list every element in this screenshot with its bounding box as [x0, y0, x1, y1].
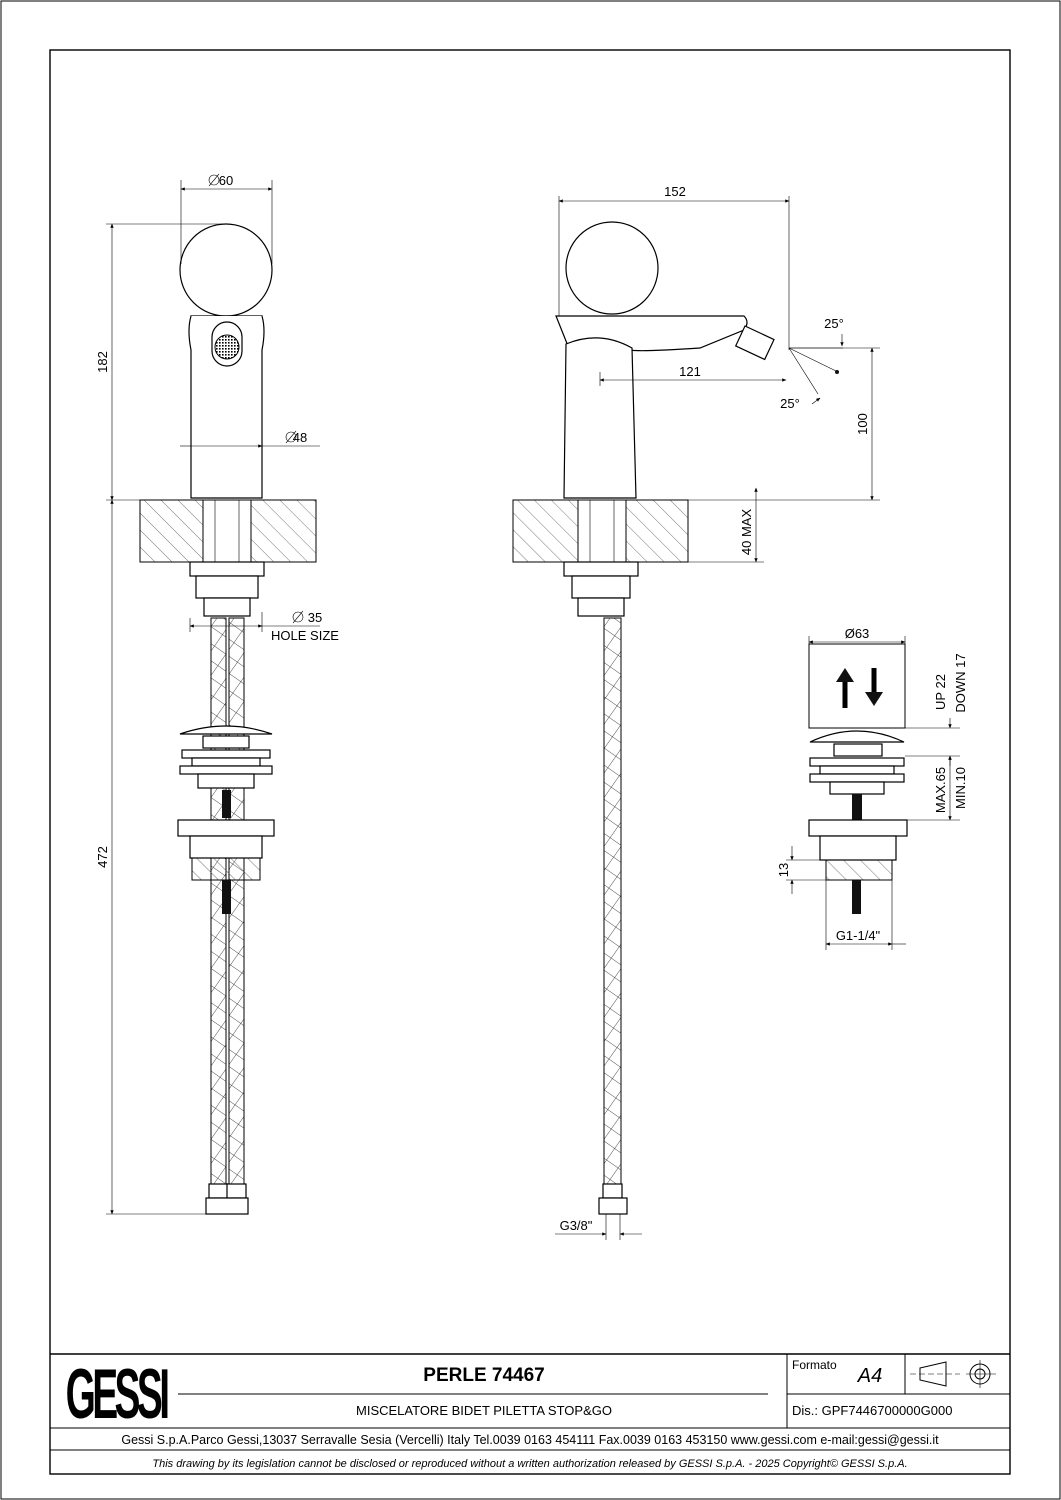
front-view: 60 48 35 HOLE SIZE 182 472 [95, 173, 339, 1215]
dim-angle-up: 25° [824, 316, 844, 331]
waste-cap [809, 730, 905, 743]
dim-height-above-deck: 182 [95, 351, 110, 373]
side-handle [565, 221, 659, 315]
title-block: GESSI PERLE 74467 MISCELATORE BIDET PILE… [50, 1353, 1010, 1470]
front-handle [179, 223, 273, 317]
front-hose-right [228, 617, 245, 1185]
front-waste-flange [177, 819, 275, 837]
dim-spout-height: 100 [855, 413, 870, 435]
format-label: Formato [792, 1358, 837, 1372]
dim-stroke-down: DOWN 17 [953, 653, 968, 712]
sheet-inner-border [49, 49, 1011, 1475]
dim-cap-diameter: Ø63 [845, 626, 870, 641]
company-line: Gessi S.p.A.Parco Gessi,13037 Serravalle… [121, 1433, 939, 1447]
dim-thread-length: 13 [776, 863, 791, 877]
side-shank [577, 499, 627, 563]
dim-handle-diameter: 60 [219, 173, 233, 188]
front-waste-rod [222, 790, 231, 818]
dim-hose-thread: G3/8" [560, 1218, 593, 1233]
front-waste-thread [191, 857, 261, 881]
dim-overall-depth: 152 [664, 184, 686, 199]
dim-spout-reach: 121 [679, 364, 701, 379]
product-description: MISCELATORE BIDET PILETTA STOP&GO [356, 1403, 612, 1418]
copyright-line: This drawing by its legislation cannot b… [152, 1458, 907, 1470]
arrow-down-icon [865, 692, 883, 706]
projection-symbol-icon [910, 1360, 996, 1388]
waste-detail: Ø63 UP 22 DOWN 17 MAX.65 MIN.10 13 G1-1/… [776, 626, 968, 950]
drawing-number: Dis.: GPF7446700000G000 [792, 1403, 952, 1418]
front-fixing-nut [195, 575, 259, 599]
front-fixing-plate [189, 561, 265, 577]
front-body [188, 315, 265, 499]
dim-angle-down: 25° [780, 396, 800, 411]
aerator-mesh [214, 334, 240, 360]
waste-thread [825, 859, 893, 881]
waste-flange [808, 819, 908, 837]
dim-body-min: MIN.10 [953, 767, 968, 809]
format-value: A4 [857, 1365, 882, 1387]
dim-thread: G1-1/4" [836, 928, 881, 943]
dim-body-max: MAX.65 [933, 767, 948, 813]
dim-stroke-up: UP 22 [933, 674, 948, 710]
front-waste-rod-lower [222, 880, 231, 914]
brand-logo: GESSI [66, 1356, 168, 1434]
front-shank [202, 499, 252, 563]
product-name: PERLE 74467 [423, 1365, 544, 1386]
side-nozzle [734, 325, 775, 361]
dim-body-diameter: 48 [293, 430, 307, 445]
arrow-up-icon [836, 668, 854, 682]
waste-stroke-box [808, 643, 906, 729]
dim-hole-diameter: 35 [308, 610, 322, 625]
dim-hose-length: 472 [95, 846, 110, 868]
side-hose [603, 617, 622, 1185]
side-view: 152 121 100 40 MAX 25° 25° G3/8" [512, 184, 880, 1240]
dim-deck-max: 40 MAX [739, 509, 754, 556]
side-body [563, 337, 637, 499]
front-waste-cap [179, 725, 273, 735]
waste-rod [852, 880, 861, 914]
dim-hole-label: HOLE SIZE [271, 628, 339, 643]
